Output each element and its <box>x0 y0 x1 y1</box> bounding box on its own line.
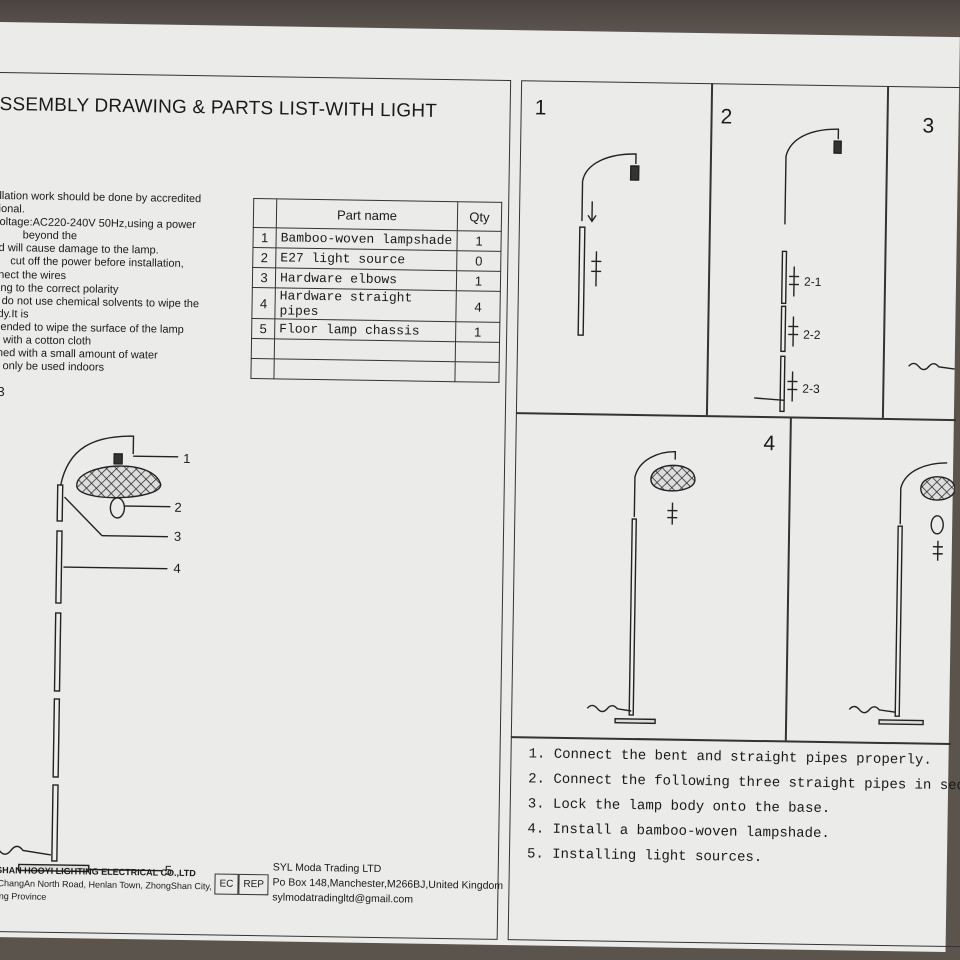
row-qty: 1 <box>456 230 502 252</box>
parts-table: Part name Qty 1 Bamboo-woven lampshade 1… <box>250 198 502 383</box>
row-part-name: Hardware straight pipes <box>274 287 457 322</box>
substep-2-2: 2-2 <box>803 327 821 342</box>
ec-label: EC <box>214 873 239 895</box>
step-3-drawing <box>908 362 955 371</box>
model-number: 33 <box>0 383 5 400</box>
floor-lamp-drawing <box>0 435 179 873</box>
light-bulb <box>109 497 126 519</box>
ec-rep-mark: EC REP <box>214 873 270 896</box>
installation-notes: allation work should be done by accredit… <box>0 190 233 377</box>
row-num: 4 <box>251 287 276 319</box>
header-num <box>253 198 277 228</box>
step-2-drawing <box>753 128 842 413</box>
header-qty: Qty <box>457 201 502 232</box>
step-4-drawing <box>586 450 696 725</box>
table-row-empty <box>250 358 500 383</box>
callout-2: 2 <box>174 499 182 515</box>
callout-4: 4 <box>173 560 181 576</box>
pipe-segment <box>56 484 64 522</box>
callout-3: 3 <box>173 528 182 544</box>
power-cord <box>0 845 52 856</box>
row-qty: 1 <box>456 270 501 292</box>
table-row: 4 Hardware straight pipes 4 <box>251 287 501 323</box>
step-5-drawing <box>848 462 956 726</box>
instruction-sheet: ASSEMBLY DRAWING & PARTS LIST-WITH LIGHT… <box>0 22 960 952</box>
rep-label: REP <box>238 873 270 896</box>
pipe-segment <box>51 784 59 862</box>
bamboo-lampshade <box>76 465 162 499</box>
step-4-label: 4 <box>763 432 776 456</box>
row-qty: 4 <box>455 290 501 323</box>
row-num: 3 <box>252 267 276 288</box>
row-num: 2 <box>252 247 276 268</box>
lamp-base <box>17 863 90 873</box>
row-part-name: Floor lamp chassis <box>274 318 456 342</box>
lamp-socket <box>113 453 123 465</box>
pipe-segment <box>55 530 63 604</box>
header-part-name: Part name <box>276 198 458 231</box>
step-2-label: 2 <box>720 105 733 129</box>
row-num: 5 <box>251 318 275 339</box>
pipe-segment <box>53 612 62 692</box>
step-3-label: 3 <box>922 114 935 138</box>
callout-1: 1 <box>183 450 191 467</box>
substep-2-1: 2-1 <box>803 274 822 289</box>
row-qty: 1 <box>455 321 500 343</box>
representative-info: SYL Moda Trading LTD Po Box 148,Manchest… <box>272 860 503 909</box>
pipe-segment <box>52 698 61 778</box>
step-1-drawing <box>577 153 640 336</box>
row-part-name: Hardware elbows <box>275 267 457 291</box>
step-1-label: 1 <box>534 96 547 120</box>
row-num: 1 <box>252 227 277 248</box>
row-part-name: Bamboo-woven lampshade <box>275 227 458 251</box>
lamp-elbow <box>60 435 135 486</box>
substep-2-3: 2-3 <box>802 381 820 396</box>
manufacturer-info: NGSHAN HOOYI LIGHTING ELECTRICAL CO.,LTD… <box>0 864 212 907</box>
row-part-name: E27 light source <box>275 247 457 271</box>
table-header-row: Part name Qty <box>253 198 502 232</box>
assembly-instructions: 1. Connect the bent and straight pipes p… <box>527 742 960 875</box>
row-qty: 0 <box>456 250 501 272</box>
